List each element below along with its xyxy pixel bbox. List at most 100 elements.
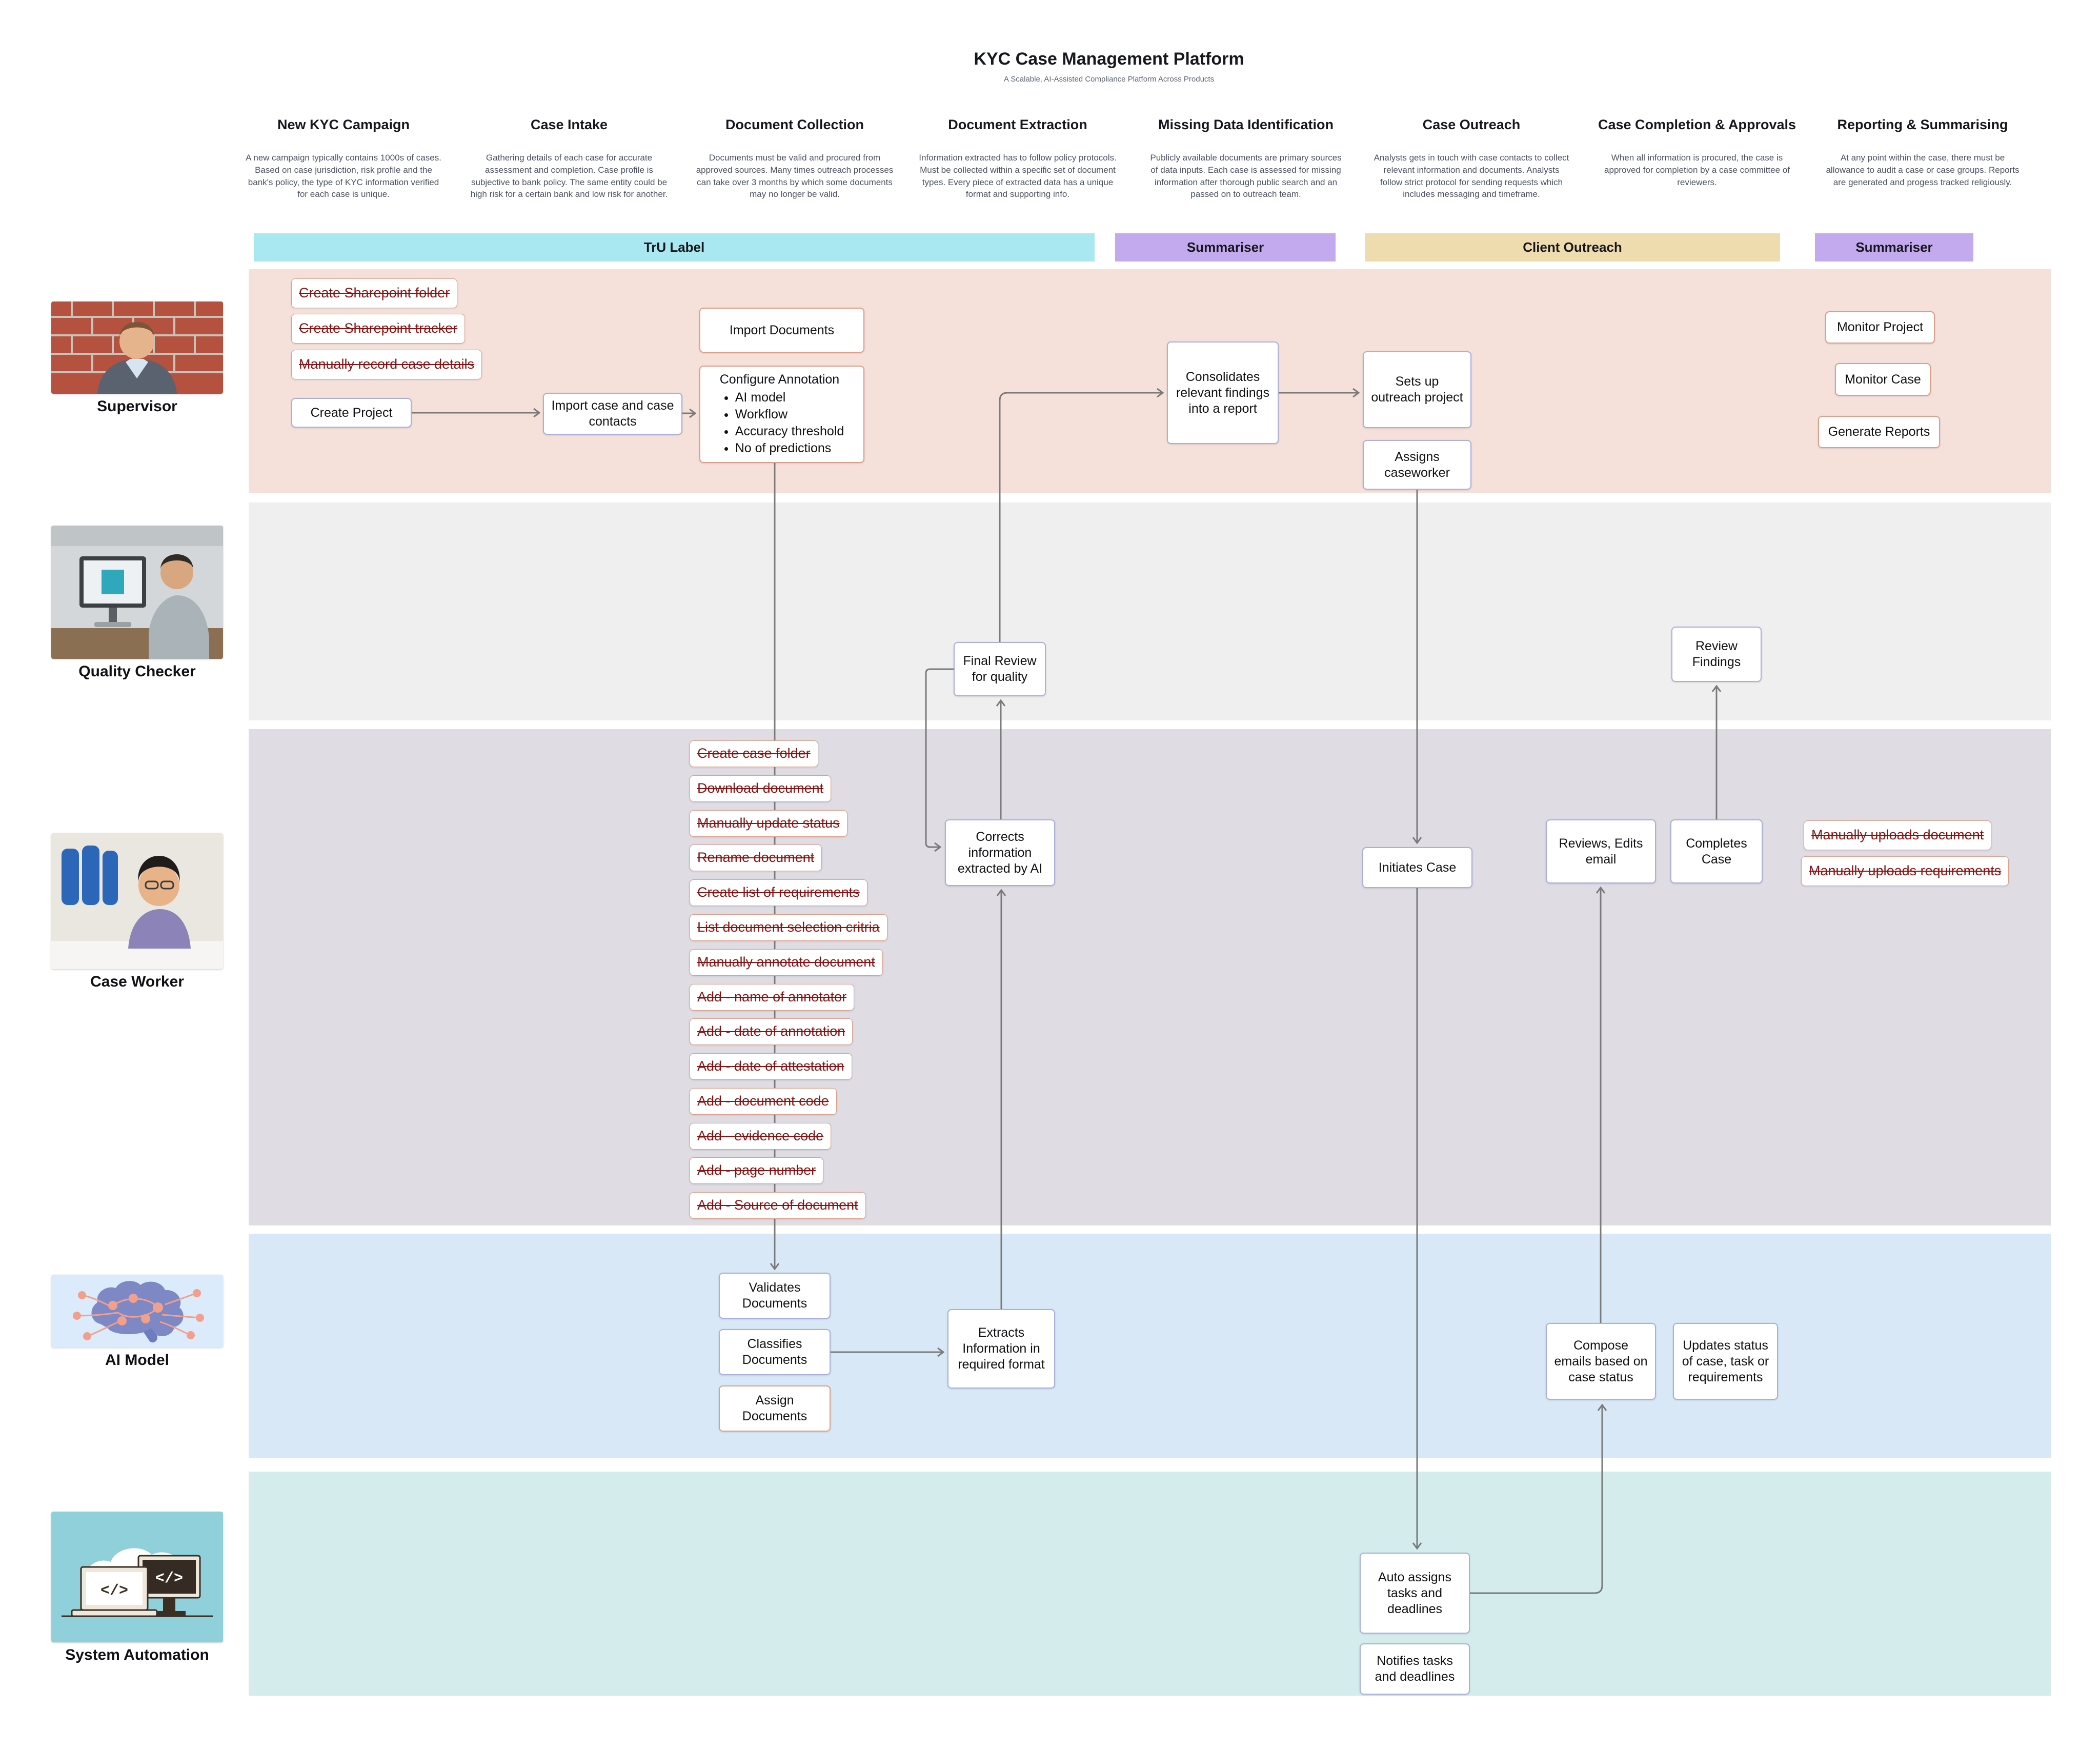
flow-node-assign-documents[interactable]: Assign Documents bbox=[719, 1385, 831, 1432]
supervisor-photo bbox=[51, 301, 223, 394]
flow-node-label: Classifies Documents bbox=[742, 1337, 807, 1367]
flow-node-assigns-caseworker[interactable]: Assigns caseworker bbox=[1363, 440, 1471, 490]
phase-description-6: When all information is procured, the ca… bbox=[1604, 153, 1790, 187]
avatar-supervisor: Supervisor bbox=[51, 301, 223, 415]
flow-node-label: Compose emails based on case status bbox=[1554, 1338, 1648, 1384]
flow-node-add-evidence-code[interactable]: Add - evidence code bbox=[690, 1123, 832, 1150]
phase-title-0: New KYC Campaign bbox=[277, 117, 410, 132]
phase-description-1: Gathering details of each case for accur… bbox=[470, 153, 668, 199]
flow-node-label: Initiates Case bbox=[1378, 860, 1457, 875]
flow-node-list-document-selection-critria[interactable]: List document selection critria bbox=[690, 914, 887, 941]
phase-description-2: Documents must be valid and procured fro… bbox=[696, 153, 894, 199]
phase-title-6: Case Completion & Approvals bbox=[1598, 117, 1796, 132]
page-title: KYC Case Management Platform bbox=[974, 49, 1244, 69]
flow-node-label: Create Sharepoint tracker bbox=[299, 320, 458, 336]
flow-node-create-project[interactable]: Create Project bbox=[291, 398, 412, 428]
flow-node-create-sharepoint-tracker[interactable]: Create Sharepoint tracker bbox=[291, 314, 466, 344]
swimlane-supervisor bbox=[249, 269, 2051, 493]
page-subtitle: A Scalable, AI-Assisted Compliance Platf… bbox=[1003, 75, 1215, 84]
phase-title-7: Reporting & Summarising bbox=[1837, 117, 2008, 132]
flow-node-monitor-case[interactable]: Monitor Case bbox=[1835, 363, 1931, 396]
phase-description-3: Information extracted has to follow poli… bbox=[919, 153, 1117, 199]
flow-node-label: Updates status of case, task or requirem… bbox=[1682, 1338, 1769, 1384]
flow-node-corrects-information[interactable]: Corrects information extracted by AI bbox=[945, 819, 1055, 886]
role-label-system-automation: System Automation bbox=[65, 1646, 209, 1663]
flow-node-import-case-and-case-contacts[interactable]: Import case and case contacts bbox=[543, 393, 682, 435]
flow-node-add-source-of-document[interactable]: Add - Source of document bbox=[690, 1192, 866, 1219]
flow-node-create-case-folder[interactable]: Create case folder bbox=[690, 740, 818, 767]
flow-node-create-sharepoint-folder[interactable]: Create Sharepoint folder bbox=[291, 278, 458, 308]
flow-node-consolidates-findings[interactable]: Consolidates relevant findings into a re… bbox=[1167, 341, 1279, 444]
flow-node-bullet: Accuracy threshold bbox=[735, 424, 844, 439]
flow-node-bullet: No of predictions bbox=[735, 440, 844, 456]
flow-node-label: Sets up outreach project bbox=[1371, 374, 1463, 405]
flow-node-monitor-project[interactable]: Monitor Project bbox=[1825, 311, 1935, 344]
phase-title-5: Case Outreach bbox=[1422, 117, 1521, 132]
flow-node-download-document[interactable]: Download document bbox=[690, 775, 832, 802]
flow-node-bullet: AI model bbox=[735, 390, 844, 406]
flow-node-label: Create Project bbox=[310, 405, 393, 420]
flow-node-updates-status[interactable]: Updates status of case, task or requirem… bbox=[1673, 1323, 1778, 1400]
flow-node-manually-annotate-document[interactable]: Manually annotate document bbox=[690, 949, 883, 976]
role-label-quality-checker: Quality Checker bbox=[78, 663, 196, 680]
flow-node-compose-emails[interactable]: Compose emails based on case status bbox=[1546, 1323, 1656, 1400]
swimlane-quality-checker bbox=[249, 502, 2051, 720]
flow-node-validates-documents[interactable]: Validates Documents bbox=[719, 1273, 831, 1319]
flow-node-label: Review Findings bbox=[1692, 639, 1741, 669]
flow-node-manually-update-status[interactable]: Manually update status bbox=[690, 810, 847, 837]
flow-node-create-list-of-requirements[interactable]: Create list of requirements bbox=[690, 879, 867, 906]
case-worker-photo bbox=[51, 833, 223, 969]
flow-node-label: Generate Reports bbox=[1828, 425, 1930, 439]
flow-node-manually-record-case-details[interactable]: Manually record case details bbox=[291, 350, 482, 379]
flow-node-label: Corrects information extracted by AI bbox=[957, 829, 1043, 876]
role-label-case-worker: Case Worker bbox=[90, 973, 184, 990]
avatar-ai-model: AI Model bbox=[51, 1275, 223, 1369]
flow-node-manually-uploads-document[interactable]: Manually uploads document bbox=[1804, 820, 1992, 850]
flow-node-label: Final Review for quality bbox=[963, 654, 1037, 684]
flow-node-reviews-edits-email[interactable]: Reviews, Edits email bbox=[1546, 819, 1656, 883]
swimlane-ai-model bbox=[249, 1234, 2051, 1458]
flow-node-label: Monitor Case bbox=[1845, 372, 1921, 387]
avatar-system-automation: </> </> System Automation bbox=[51, 1512, 223, 1664]
role-label-ai-model: AI Model bbox=[105, 1352, 169, 1369]
flow-node-import-documents[interactable]: Import Documents bbox=[699, 308, 864, 353]
flow-node-generate-reports[interactable]: Generate Reports bbox=[1818, 416, 1940, 448]
flow-node-review-findings[interactable]: Review Findings bbox=[1671, 627, 1762, 682]
flow-node-label: Auto assigns tasks and deadlines bbox=[1378, 1570, 1452, 1616]
phase-title-1: Case Intake bbox=[530, 117, 608, 132]
flow-node-label: Reviews, Edits email bbox=[1559, 836, 1643, 867]
flow-node-classifies-documents[interactable]: Classifies Documents bbox=[719, 1329, 831, 1375]
flow-node-notifies-tasks[interactable]: Notifies tasks and deadlines bbox=[1360, 1643, 1470, 1695]
flow-node-label: Manually uploads requirements bbox=[1809, 863, 2002, 879]
svg-text:</>: </> bbox=[100, 1582, 128, 1600]
flow-node-configure-annotation[interactable]: Configure AnnotationAI modelWorkflowAccu… bbox=[699, 366, 864, 463]
flow-node-label: Extracts Information in required format bbox=[958, 1325, 1045, 1372]
flow-node-add-document-code[interactable]: Add - document code bbox=[690, 1088, 837, 1115]
flow-node-add-name-of-annotator[interactable]: Add - name of annotator bbox=[690, 984, 855, 1011]
flow-node-manually-uploads-requirements[interactable]: Manually uploads requirements bbox=[1801, 856, 2009, 886]
flow-node-label: Add - page number bbox=[697, 1162, 816, 1178]
flow-node-label: Notifies tasks and deadlines bbox=[1375, 1654, 1455, 1684]
flow-node-final-review[interactable]: Final Review for quality bbox=[954, 642, 1046, 696]
flow-node-sets-up-outreach-project[interactable]: Sets up outreach project bbox=[1363, 351, 1471, 428]
flow-node-label: Validates Documents bbox=[742, 1280, 807, 1311]
tool-band-3: Summariser bbox=[1815, 233, 1973, 262]
flow-node-completes-case[interactable]: Completes Case bbox=[1670, 819, 1763, 883]
flow-node-label: List document selection critria bbox=[697, 919, 880, 935]
flow-node-add-page-number[interactable]: Add - page number bbox=[690, 1157, 824, 1184]
flow-node-add-date-of-attestation[interactable]: Add - date of attestation bbox=[690, 1053, 852, 1080]
quality-checker-photo bbox=[51, 526, 223, 659]
flow-node-label: Add - name of annotator bbox=[697, 989, 847, 1005]
flow-node-bullet: Workflow bbox=[735, 407, 844, 423]
phase-title-4: Missing Data Identification bbox=[1158, 117, 1334, 132]
flow-node-initiates-case[interactable]: Initiates Case bbox=[1362, 847, 1472, 888]
flow-node-extracts-information[interactable]: Extracts Information in required format bbox=[947, 1309, 1055, 1389]
flow-node-label: Import Documents bbox=[729, 323, 835, 337]
system-automation-photo: </> </> bbox=[51, 1512, 223, 1642]
flow-node-label: Assign Documents bbox=[742, 1393, 807, 1423]
flow-node-rename-document[interactable]: Rename document bbox=[690, 845, 822, 871]
flow-node-label: Consolidates relevant findings into a re… bbox=[1176, 369, 1270, 416]
flow-node-add-date-of-annotation[interactable]: Add - date of annotation bbox=[690, 1018, 853, 1045]
flow-node-auto-assigns-tasks[interactable]: Auto assigns tasks and deadlines bbox=[1360, 1553, 1470, 1634]
